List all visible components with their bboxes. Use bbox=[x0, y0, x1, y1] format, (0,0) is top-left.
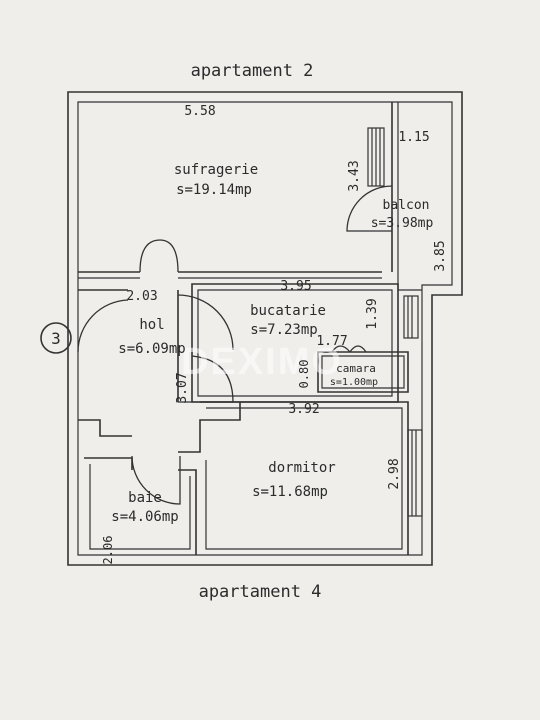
dim-hol-width: 2.03 bbox=[126, 289, 157, 304]
dim-hol-height: 3.07 bbox=[175, 372, 190, 403]
dim-sufragerie-height: 3.43 bbox=[347, 160, 362, 191]
room-area-dormitor: s=11.68mp bbox=[252, 484, 328, 500]
pantry-walls bbox=[317, 351, 409, 393]
dim-camara-height: 0.80 bbox=[297, 360, 311, 389]
room-name-baie: baie bbox=[128, 490, 162, 506]
dim-sufragerie-width: 5.58 bbox=[184, 104, 215, 119]
room-name-sufragerie: sufragerie bbox=[174, 162, 258, 178]
dim-bucatarie-width: 3.95 bbox=[280, 279, 311, 294]
room-area-bucatarie: s=7.23mp bbox=[250, 322, 317, 338]
outer-wall bbox=[67, 91, 463, 566]
dim-bucatarie-height: 1.39 bbox=[365, 298, 380, 329]
room-name-hol: hol bbox=[139, 317, 164, 333]
watermark-logo: DEXIMO bbox=[181, 341, 343, 383]
stair-number: 3 bbox=[51, 329, 61, 348]
living-room-wall bbox=[78, 271, 382, 279]
dim-baie-height: 2.06 bbox=[101, 536, 115, 565]
bedroom-window bbox=[407, 429, 423, 517]
dim-balcon-width: 1.15 bbox=[398, 130, 429, 145]
room-area-balcon: s=3.98mp bbox=[371, 216, 434, 231]
room-name-dormitor: dormitor bbox=[268, 460, 335, 476]
stair-marker: 3 bbox=[40, 322, 72, 354]
room-area-sufragerie: s=19.14mp bbox=[176, 182, 252, 198]
dim-camara-width: 1.77 bbox=[316, 334, 347, 349]
neighbor-bottom-label: apartament 4 bbox=[199, 582, 322, 602]
room-name-camara: camara bbox=[336, 362, 376, 375]
room-area-baie: s=4.06mp bbox=[111, 509, 178, 525]
room-name-bucatarie: bucatarie bbox=[250, 303, 326, 319]
balcony-wall bbox=[391, 102, 422, 291]
kitchen-window bbox=[403, 295, 419, 339]
balcony-window bbox=[367, 127, 385, 187]
room-area-hol: s=6.09mp bbox=[118, 341, 185, 357]
hallway-walls bbox=[78, 289, 241, 453]
dim-dormitor-height: 2.98 bbox=[387, 458, 402, 489]
dim-balcon-height: 3.85 bbox=[433, 240, 448, 271]
neighbor-top-label: apartament 2 bbox=[191, 61, 314, 81]
room-area-camara: s=1.00mp bbox=[330, 377, 378, 388]
door-swings bbox=[77, 185, 393, 505]
bedroom-walls bbox=[200, 401, 409, 555]
room-name-balcon: balcon bbox=[383, 198, 430, 213]
dim-dormitor-width: 3.92 bbox=[288, 402, 319, 417]
